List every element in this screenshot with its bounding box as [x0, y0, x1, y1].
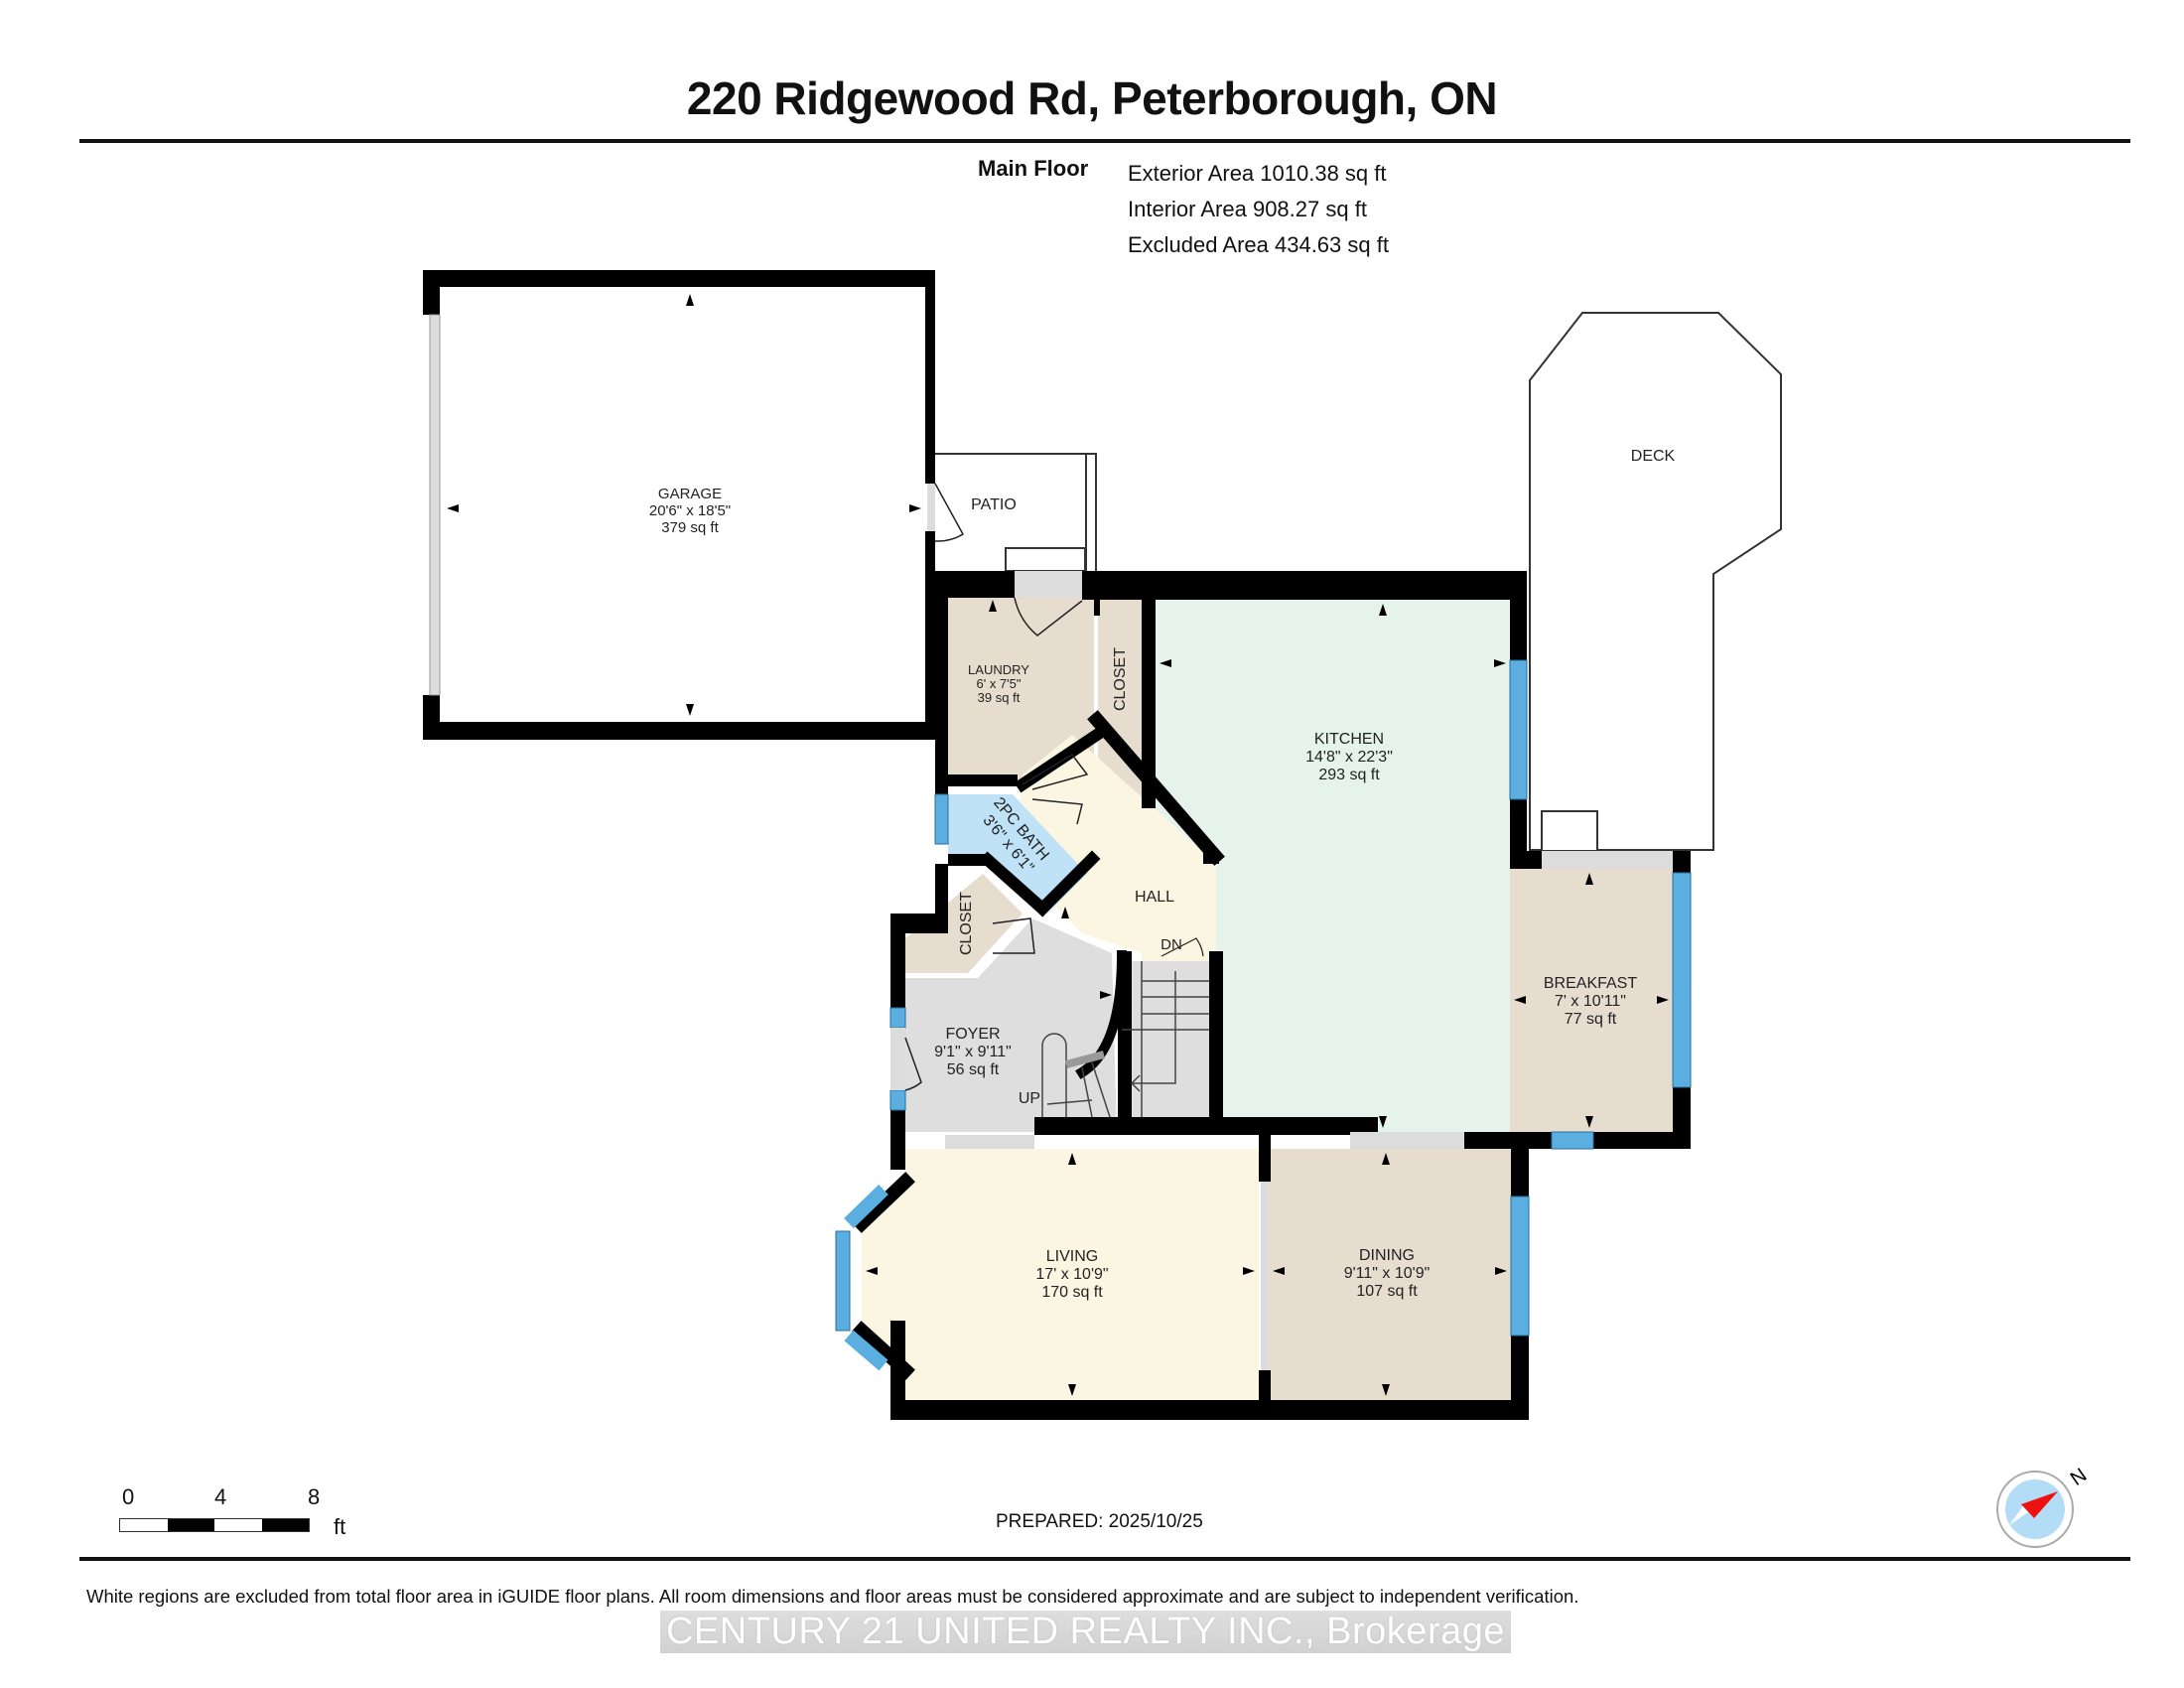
door-openings	[890, 571, 1673, 1370]
stairs-down-label: DN	[1160, 936, 1182, 953]
laundry-name: LAUNDRY	[968, 662, 1029, 677]
deck-area	[1529, 312, 1782, 851]
prepared-date: PREPARED: 2025/10/25	[996, 1511, 1203, 1532]
scale-tick-8: 8	[308, 1484, 321, 1509]
garage-floor	[440, 287, 925, 722]
hall-name: HALL	[1135, 889, 1174, 906]
breakfast-name: BREAKFAST	[1544, 975, 1637, 992]
closet-lower-floor	[905, 874, 1023, 973]
disclaimer-text: White regions are excluded from total fl…	[86, 1586, 1579, 1607]
deck-name: DECK	[1631, 448, 1676, 465]
laundry-area: 39 sq ft	[978, 690, 1021, 705]
compass-north-label: N	[2067, 1465, 2091, 1490]
breakfast-area: 77 sq ft	[1565, 1011, 1617, 1028]
kitchen-dims: 14'8" x 22'3"	[1305, 749, 1393, 766]
dining-floor	[1269, 1149, 1511, 1400]
brokerage-watermark: CENTURY 21 UNITED REALTY INC., Brokerage	[660, 1611, 1511, 1653]
kitchen-area: 293 sq ft	[1318, 767, 1380, 783]
foyer-dims: 9'1" x 9'11"	[934, 1044, 1012, 1060]
breakfast-floor	[1510, 869, 1673, 1132]
laundry-dims: 6' x 7'5"	[977, 676, 1022, 691]
living-dims: 17' x 10'9"	[1035, 1266, 1108, 1283]
compass-icon: N	[1996, 1465, 2091, 1548]
living-floor	[862, 1149, 1259, 1400]
kitchen-name: KITCHEN	[1314, 731, 1384, 748]
scale-unit: ft	[334, 1514, 346, 1539]
dimension-arrows	[447, 294, 1669, 1396]
interior-area: Interior Area 908.27 sq ft	[1128, 197, 1367, 221]
living-area: 170 sq ft	[1041, 1284, 1103, 1301]
foyer-floor	[905, 918, 1117, 1132]
dining-dims: 9'11" x 10'9"	[1344, 1265, 1431, 1282]
page-title: 220 Ridgewood Rd, Peterborough, ON	[686, 72, 1498, 124]
dining-area: 107 sq ft	[1356, 1283, 1418, 1300]
windows	[835, 659, 1692, 1336]
scale-tick-4: 4	[214, 1484, 227, 1509]
garage-name: GARAGE	[658, 486, 722, 502]
excluded-area: Excluded Area 434.63 sq ft	[1128, 232, 1389, 257]
foyer-name: FOYER	[945, 1026, 1000, 1043]
header-divider	[79, 139, 2130, 143]
stairs-up-label: UP	[1019, 1090, 1040, 1107]
breakfast-dims: 7' x 10'11"	[1555, 993, 1626, 1010]
garage-walls	[423, 270, 935, 740]
foyer-area: 56 sq ft	[947, 1061, 1000, 1078]
area-summary: Exterior Area 1010.38 sq ft Interior Are…	[1128, 156, 1389, 263]
bath-floor	[948, 794, 1087, 914]
patio-name: PATIO	[971, 496, 1017, 513]
scale-tick-0: 0	[122, 1484, 135, 1509]
garage-area: 379 sq ft	[661, 519, 719, 536]
living-name: LIVING	[1046, 1248, 1098, 1265]
kitchen-floor	[1156, 600, 1510, 1132]
floor-label: Main Floor	[978, 156, 1089, 181]
stairs-floor	[1130, 961, 1209, 1130]
closet-upper-name: CLOSET	[1112, 647, 1129, 711]
patio-area	[935, 453, 1097, 571]
closet-lower-name: CLOSET	[958, 892, 975, 955]
footer-divider	[79, 1557, 2130, 1561]
garage-dims: 20'6" x 18'5"	[649, 502, 731, 519]
dining-name: DINING	[1359, 1247, 1415, 1264]
staircase	[1041, 961, 1209, 1118]
scale-bar: 0 4 8 ft	[119, 1484, 345, 1539]
exterior-area: Exterior Area 1010.38 sq ft	[1128, 161, 1387, 186]
